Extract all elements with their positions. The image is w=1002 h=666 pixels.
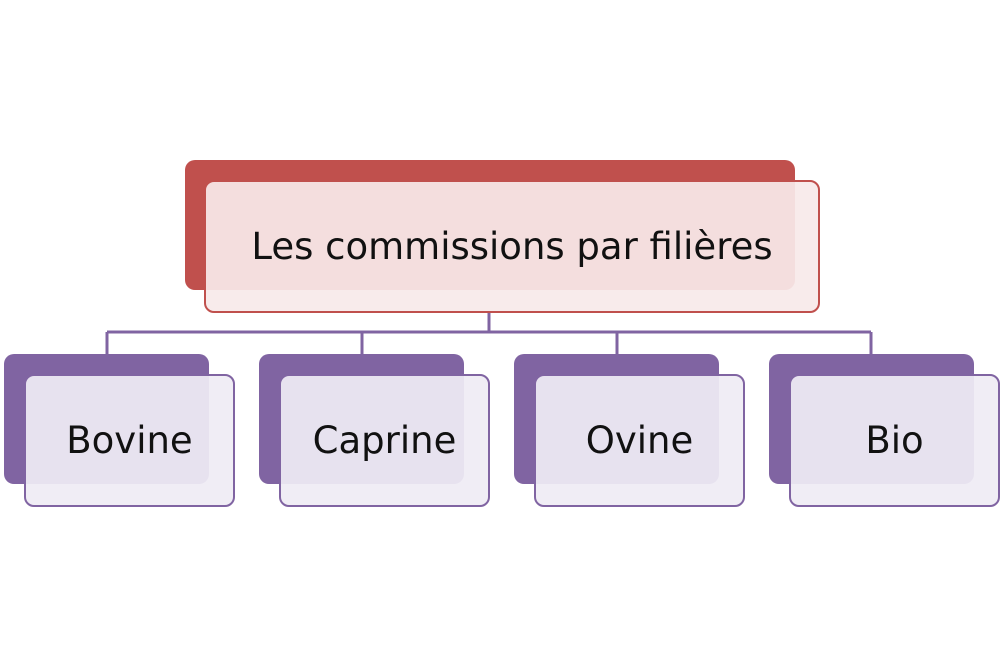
child-node-bovine: Bovine [24,374,235,507]
child-node-bio: Bio [789,374,1000,507]
child-node-label: Ovine [585,419,694,462]
child-node-label: Bio [865,419,924,462]
root-node: Les commissions par filières [204,180,820,313]
root-node-label: Les commissions par filières [251,225,773,268]
child-node-caprine: Caprine [279,374,490,507]
child-node-label: Bovine [66,419,193,462]
child-node-ovine: Ovine [534,374,745,507]
child-node-label: Caprine [312,419,457,462]
